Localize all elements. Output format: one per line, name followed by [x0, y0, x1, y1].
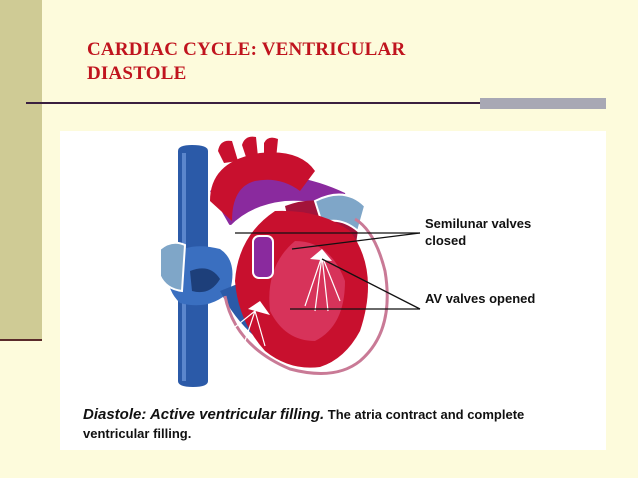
title-underline — [26, 102, 606, 104]
aorta — [210, 152, 315, 221]
av-valve-flap — [310, 249, 332, 261]
pulmonary-vein-left — [159, 241, 187, 293]
semilunar-valves-label: Semilunar valves closed — [425, 216, 532, 248]
caption-body: The atria contract and complete ventricu… — [83, 407, 525, 441]
aorta-branch-1 — [218, 140, 238, 163]
pulmonary-artery — [210, 175, 350, 226]
aorta-branch-3 — [264, 137, 278, 159]
label-leader-lines — [235, 232, 421, 310]
title-accent-bar — [480, 98, 606, 109]
heart-outer-wall — [223, 217, 389, 375]
left-accent-band — [0, 0, 42, 340]
heart-illustration — [159, 136, 421, 387]
chordae-tendineae — [229, 255, 341, 347]
right-atrium-inner — [190, 268, 220, 293]
av-valves-label: AV valves opened — [425, 291, 536, 306]
tricuspid-valve-flap — [248, 301, 270, 315]
caption-lead: Diastole: Active ventricular filling. — [83, 406, 325, 423]
left-band-divider — [0, 339, 42, 341]
aorta-branch-2 — [242, 136, 258, 157]
aortic-valve-channel — [252, 235, 274, 279]
figure-caption: Diastole: Active ventricular filling. Th… — [83, 405, 593, 443]
semilunar-valve — [218, 219, 241, 228]
heart-diagram-panel: Semilunar valves closed AV valves opened… — [60, 131, 606, 450]
slide-title: CARDIAC CYCLE: VENTRICULAR DIASTOLE — [87, 39, 406, 84]
